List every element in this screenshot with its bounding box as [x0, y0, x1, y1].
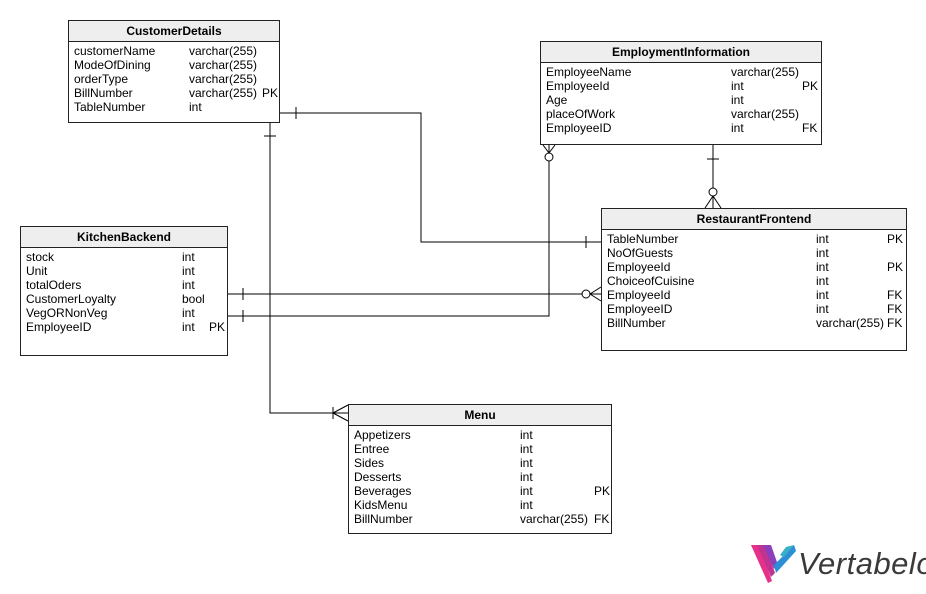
rel-customer-menu[interactable] [269, 123, 348, 414]
rel-customer-frontend[interactable] [280, 112, 601, 243]
rel-customer-menu-crow-top [332, 404, 349, 414]
table-header: CustomerDetails [69, 21, 279, 42]
rel-employment-frontend-crow-right [712, 195, 722, 209]
table-header: Menu [349, 405, 611, 426]
rel-customer-menu-crow-bottom [332, 412, 349, 422]
table-header: RestaurantFrontend [602, 209, 906, 230]
table-header: KitchenBackend [21, 227, 227, 248]
rel-kitchen-employment-crow-right [548, 144, 556, 154]
rel-kitchen-employment[interactable] [228, 145, 550, 317]
rel-employment-frontend-crow-left [704, 195, 714, 209]
rel-kitchen-frontend-crow-top [589, 286, 602, 295]
rel-kitchen-frontend-circle [581, 289, 591, 299]
vertabelo-logo-icon [751, 545, 796, 583]
rel-kitchen-frontend-crow-bottom [589, 293, 602, 302]
rel-kitchen-employment-crow-left [542, 144, 550, 154]
rel-employment-frontend-circle [708, 187, 718, 197]
table-header: EmploymentInformation [541, 42, 821, 63]
vertabelo-logo: Vertabelo [750, 543, 926, 585]
vertabelo-logo-text: Vertabelo [798, 546, 926, 581]
rel-kitchen-employment-circle [544, 152, 554, 162]
